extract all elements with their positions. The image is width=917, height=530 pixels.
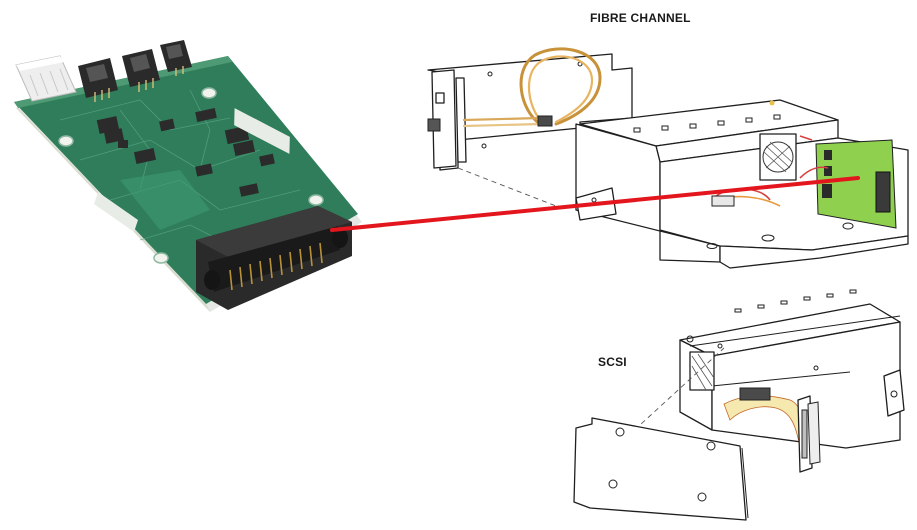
fibre-channel-label: FIBRE CHANNEL <box>590 11 691 25</box>
fc-interface-board <box>815 139 897 229</box>
power-connector <box>15 55 77 102</box>
pointer-line <box>330 176 860 232</box>
thumb-screw <box>706 441 716 451</box>
fault-led <box>686 335 694 343</box>
thumb-screw <box>608 479 618 489</box>
scsi-enclosure <box>573 289 905 521</box>
scsi-chassis <box>679 289 905 449</box>
fan <box>759 133 797 181</box>
thumb-screw <box>615 427 625 437</box>
board-label-sticker <box>234 108 290 154</box>
fibre-channel-enclosure <box>427 47 909 269</box>
molex-connector <box>711 195 735 207</box>
thumb-screw <box>697 492 707 502</box>
mounting-hole <box>201 87 217 99</box>
fc-chassis <box>575 99 909 269</box>
signal-connector <box>122 49 160 92</box>
ic-chips <box>96 108 275 197</box>
signal-connector <box>160 40 192 76</box>
signal-connectors <box>78 40 192 102</box>
interface-board-photo <box>14 40 362 312</box>
mounting-hole <box>58 135 74 147</box>
signal-connector <box>78 58 118 102</box>
mounting-hole <box>153 252 169 264</box>
scsi-fan <box>689 351 715 391</box>
scsi-external-connector <box>797 395 821 473</box>
scsi-label: SCSI <box>598 355 627 369</box>
scsi-cover-plate <box>573 417 749 521</box>
board-label-sticker <box>94 192 138 232</box>
edge-connector <box>196 206 352 310</box>
mounting-hole <box>308 194 324 206</box>
fibre-cable <box>462 47 602 128</box>
